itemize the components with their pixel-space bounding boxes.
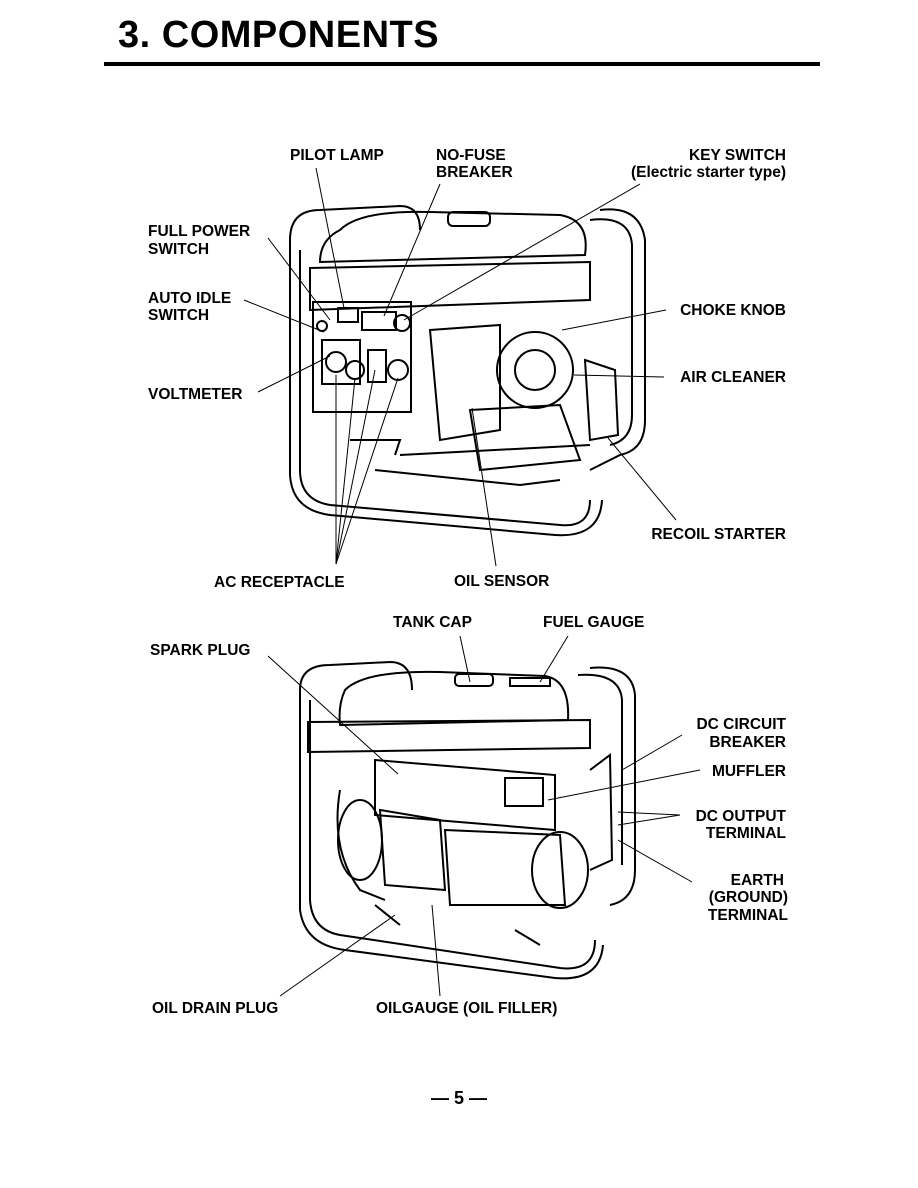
label-spark-plug: SPARK PLUG [150,642,251,659]
label-key-switch-line2: (Electric starter type) [630,164,786,181]
rear-view-illustration [299,660,636,980]
label-full-power-switch-line1: FULL POWER [148,223,251,240]
label-dc-output-terminal-line1: DC OUTPUT [695,808,786,825]
front-view-leader-lines [243,167,677,567]
label-ac-receptacle: AC RECEPTACLE [214,574,345,591]
label-no-fuse-breaker-line2: BREAKER [436,164,513,181]
label-dc-circuit-breaker-line1: DC CIRCUIT [696,716,786,733]
rear-view-leader-lines [267,635,701,997]
label-oil-sensor: OIL SENSOR [454,573,550,590]
label-earth-terminal-line1: EARTH [730,872,784,889]
label-tank-cap: TANK CAP [393,614,472,631]
label-oil-drain-plug: OIL DRAIN PLUG [152,1000,279,1017]
label-dc-output-terminal-line2: TERMINAL [705,825,786,842]
page-title: 3. COMPONENTS [118,14,440,56]
label-dc-circuit-breaker-line2: BREAKER [709,734,786,751]
label-muffler: MUFFLER [711,763,786,780]
label-recoil-starter: RECOIL STARTER [651,526,786,543]
label-oilgauge: OILGAUGE (OIL FILLER) [376,1000,558,1017]
title-rule [104,62,820,66]
page-number: — 5 — [430,1088,487,1108]
label-auto-idle-switch-line2: SWITCH [148,307,210,324]
label-pilot-lamp: PILOT LAMP [290,147,384,164]
label-auto-idle-switch-line1: AUTO IDLE [148,290,232,307]
label-key-switch-line1: KEY SWITCH [688,147,786,164]
label-fuel-gauge: FUEL GAUGE [543,614,645,631]
label-no-fuse-breaker-line1: NO-FUSE [436,147,506,164]
label-voltmeter: VOLTMETER [148,386,243,403]
label-earth-terminal-line3: TERMINAL [707,907,788,924]
label-air-cleaner: AIR CLEANER [680,369,786,386]
front-view-illustration [289,204,646,537]
label-choke-knob: CHOKE KNOB [680,302,786,319]
label-earth-terminal-line2: (GROUND) [708,889,788,906]
label-full-power-switch-line2: SWITCH [148,241,210,258]
